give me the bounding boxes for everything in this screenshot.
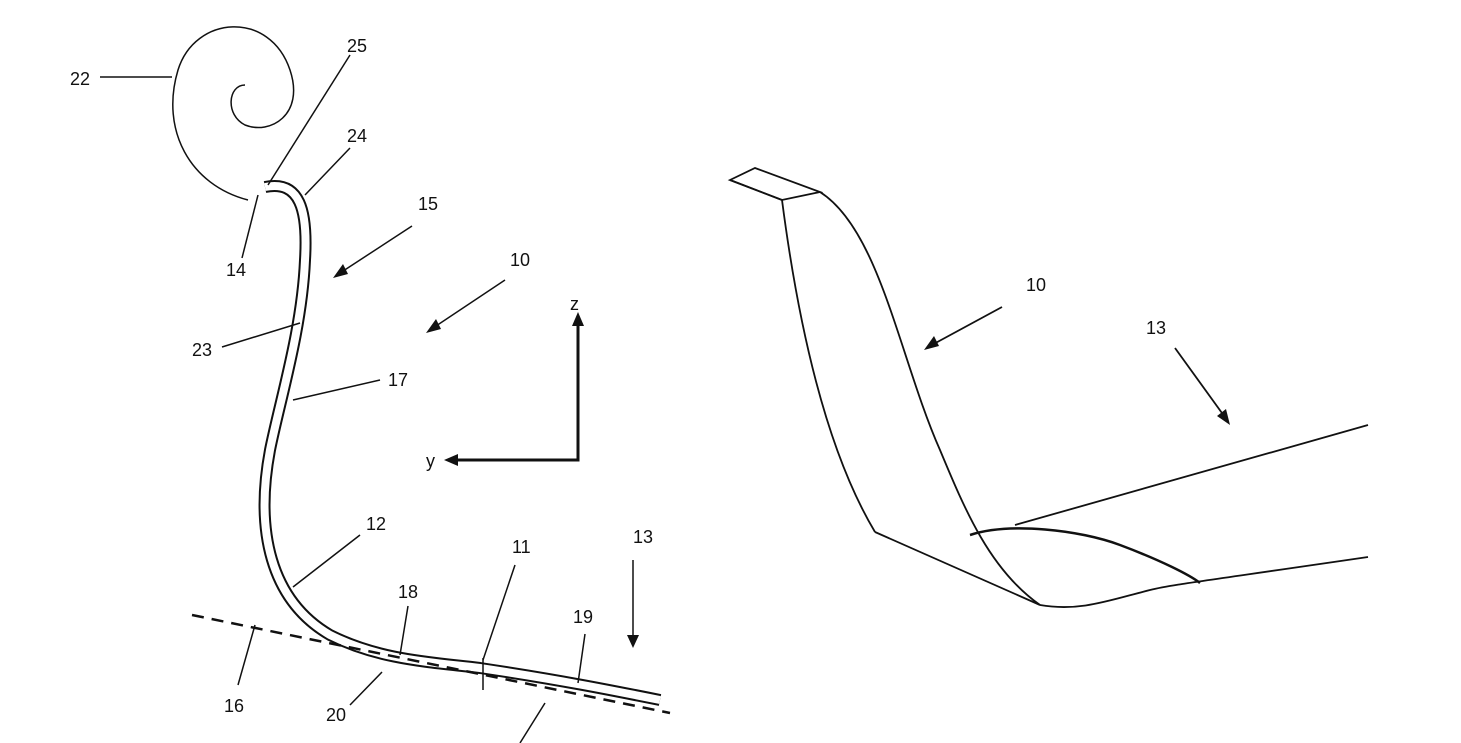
left-labels: 22 25 24 15 14 10 23 17 z y 12 11 13 18 …: [70, 36, 653, 725]
strip-outer: [258, 180, 662, 706]
label-11: 11: [512, 537, 531, 557]
label-13-right: 13: [1146, 318, 1166, 338]
strip-inner: [260, 182, 661, 704]
label-22: 22: [70, 69, 90, 89]
dashed-axis-16: [191, 613, 671, 715]
right-labels: 10 13: [1026, 275, 1166, 338]
label-23: 23: [192, 340, 212, 360]
label-13: 13: [633, 527, 653, 547]
right-figure: [727, 167, 1369, 608]
label-10: 10: [510, 250, 530, 270]
spiral-element: [172, 26, 295, 201]
label-17: 17: [388, 370, 408, 390]
label-25: 25: [347, 36, 367, 56]
label-14: 14: [226, 260, 246, 280]
strip-right-edge: [819, 191, 1041, 606]
blade-front-curve: [969, 527, 1201, 584]
label-15: 15: [418, 194, 438, 214]
label-12: 12: [366, 514, 386, 534]
arrowheads: [333, 264, 1230, 648]
tab-top: [727, 167, 824, 201]
axis-label-z: z: [570, 294, 579, 314]
strip-left-edge: [729, 179, 876, 533]
axis-label-y: y: [426, 451, 435, 471]
label-24: 24: [347, 126, 367, 146]
label-10-right: 10: [1026, 275, 1046, 295]
left-figure: [100, 26, 671, 743]
blade-bottom-edge: [1039, 556, 1369, 608]
coordinate-axes: [450, 318, 580, 462]
label-16: 16: [224, 696, 244, 716]
label-18: 18: [398, 582, 418, 602]
label-20: 20: [326, 705, 346, 725]
label-19: 19: [573, 607, 593, 627]
blade-top-edge: [1014, 424, 1369, 526]
